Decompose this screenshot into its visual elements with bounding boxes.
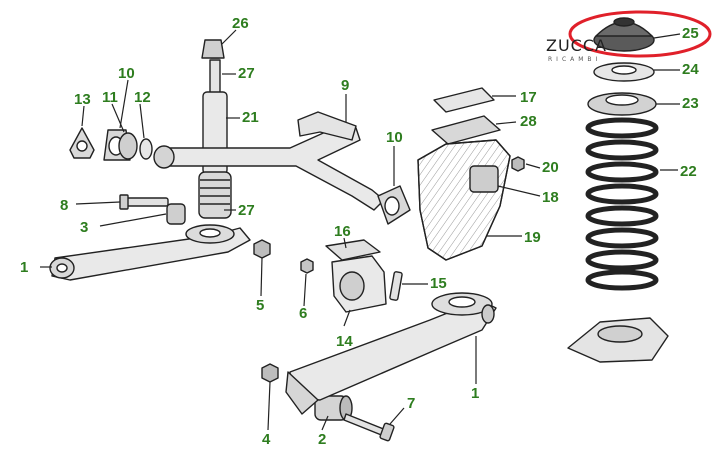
callout-27-top: 27 bbox=[238, 65, 255, 82]
leader-lines bbox=[40, 29, 681, 431]
lower-control-arm-right bbox=[285, 292, 497, 415]
bushing-part-2 bbox=[314, 395, 353, 421]
bushing-block-part-18 bbox=[469, 165, 499, 193]
callout-2: 2 bbox=[318, 431, 327, 448]
nut-part-4 bbox=[261, 363, 279, 383]
callout-21: 21 bbox=[242, 109, 259, 126]
callout-6: 6 bbox=[299, 305, 308, 322]
callout-13: 13 bbox=[74, 91, 91, 108]
top-mount-part-25 bbox=[593, 17, 655, 52]
subframe-bracket-part-19 bbox=[417, 139, 511, 261]
nut-part-6 bbox=[300, 258, 314, 274]
upper-axle-beam bbox=[153, 111, 385, 211]
callout-10-left: 10 bbox=[118, 65, 135, 82]
callout-24: 24 bbox=[682, 61, 699, 78]
zucca-logo-subtitle: RICAMBI bbox=[548, 56, 602, 63]
stabilizer-mount-part-14 bbox=[325, 239, 387, 313]
callout-25: 25 bbox=[682, 25, 699, 42]
bolt-part-15 bbox=[389, 271, 403, 301]
plate-part-28 bbox=[431, 115, 501, 145]
bump-stop-part-26 bbox=[201, 39, 225, 59]
lower-spring-seat bbox=[567, 317, 669, 363]
plate-part-17 bbox=[433, 87, 495, 113]
callout-20: 20 bbox=[542, 159, 559, 176]
callout-5: 5 bbox=[256, 297, 265, 314]
callout-28: 28 bbox=[520, 113, 537, 130]
callout-10-right: 10 bbox=[386, 129, 403, 146]
callout-14: 14 bbox=[336, 333, 353, 350]
callout-11: 11 bbox=[102, 89, 118, 106]
nut-part-20 bbox=[511, 156, 525, 172]
callout-1-left: 1 bbox=[20, 259, 29, 276]
callout-26: 26 bbox=[232, 15, 249, 32]
shock-absorber-part-21 bbox=[198, 43, 232, 219]
insulator-part-23 bbox=[587, 92, 657, 116]
zucca-logo: ZUCCA bbox=[546, 36, 607, 55]
mount-part-10-right bbox=[377, 185, 411, 225]
callout-18: 18 bbox=[542, 189, 559, 206]
nut-part-5 bbox=[253, 239, 271, 259]
callout-23: 23 bbox=[682, 95, 699, 112]
callout-8: 8 bbox=[60, 197, 69, 214]
washer-part-12 bbox=[139, 138, 153, 160]
callout-9: 9 bbox=[341, 77, 350, 94]
callout-12: 12 bbox=[134, 89, 151, 106]
callout-27-bottom: 27 bbox=[238, 202, 255, 219]
spring-seat-part-24 bbox=[593, 62, 655, 82]
callout-7: 7 bbox=[407, 395, 416, 412]
callout-19: 19 bbox=[524, 229, 541, 246]
bushing-part-3 bbox=[166, 203, 186, 225]
bolt-part-7 bbox=[343, 413, 395, 442]
callout-1-right: 1 bbox=[471, 385, 480, 402]
callout-17: 17 bbox=[520, 89, 537, 106]
callout-3: 3 bbox=[80, 219, 89, 236]
callout-16: 16 bbox=[334, 223, 351, 240]
bolt-part-8 bbox=[119, 194, 169, 210]
bushing-part-11 bbox=[118, 132, 138, 160]
callout-15: 15 bbox=[430, 275, 447, 292]
callout-22: 22 bbox=[680, 163, 697, 180]
bracket-part-13 bbox=[69, 127, 95, 159]
lower-control-arm-left bbox=[49, 224, 251, 281]
callout-4: 4 bbox=[262, 431, 271, 448]
coil-spring-part-22 bbox=[585, 117, 659, 291]
highlight-circle bbox=[568, 10, 712, 58]
